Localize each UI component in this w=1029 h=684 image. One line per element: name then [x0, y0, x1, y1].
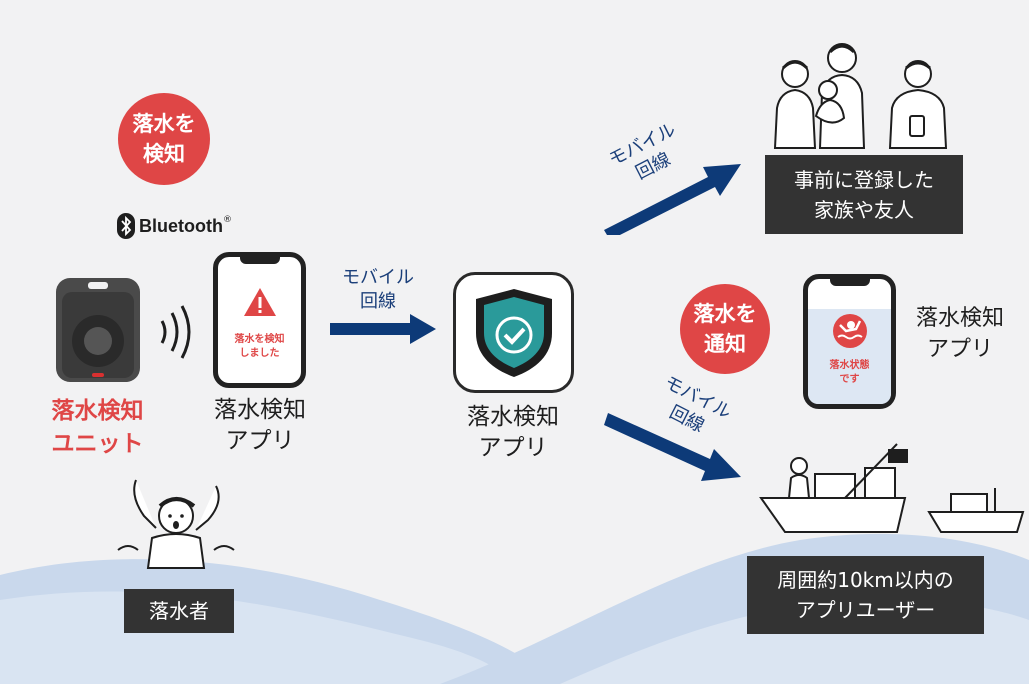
family-recipient-box: 事前に登録した 家族や友人 [765, 155, 963, 234]
nearby-users-box: 周囲約10km以内の アプリユーザー [747, 556, 984, 634]
family-illustration [773, 43, 948, 149]
bluetooth-icon [117, 213, 135, 239]
right-phone: 落水状態 です [803, 274, 896, 409]
right-phone-label: 落水検知 アプリ [915, 306, 1004, 362]
left-phone: 落水を検知 しました [213, 252, 306, 388]
right-phone-message: 落水状態 です [829, 360, 870, 385]
bluetooth-logo: Bluetooth ® [116, 213, 232, 239]
phone-notch [829, 278, 870, 286]
phone-notch [239, 256, 280, 264]
notify-bubble: 落水を 通知 [680, 284, 770, 374]
warning-icon [244, 288, 276, 316]
detect-bubble: 落水を 検知 [118, 93, 210, 185]
left-phone-label: 落水検知 アプリ [214, 397, 306, 454]
center-app-label: 落水検知 アプリ [467, 404, 559, 461]
lower-arrow [604, 413, 741, 481]
left-phone-message: 落水を検知 しました [234, 334, 285, 359]
bluetooth-wordmark: Bluetooth [139, 215, 223, 236]
center-app-icon [453, 272, 574, 393]
drowning-person-illustration [117, 479, 235, 569]
shield-check-icon [476, 289, 552, 377]
signal-icon [160, 305, 191, 359]
person-label-box: 落水者 [124, 589, 234, 633]
middle-mobile-label: モバイル 回線 [342, 267, 414, 312]
bluetooth-registered-mark: ® [222, 215, 232, 225]
drowning-alert-icon [833, 314, 867, 348]
unit-label: 落水検知 ユニット [51, 398, 144, 457]
detection-unit-device [56, 278, 140, 382]
fishing-boat-illustration [759, 443, 1025, 533]
upper-arrow [604, 164, 741, 235]
middle-arrow [330, 314, 436, 344]
